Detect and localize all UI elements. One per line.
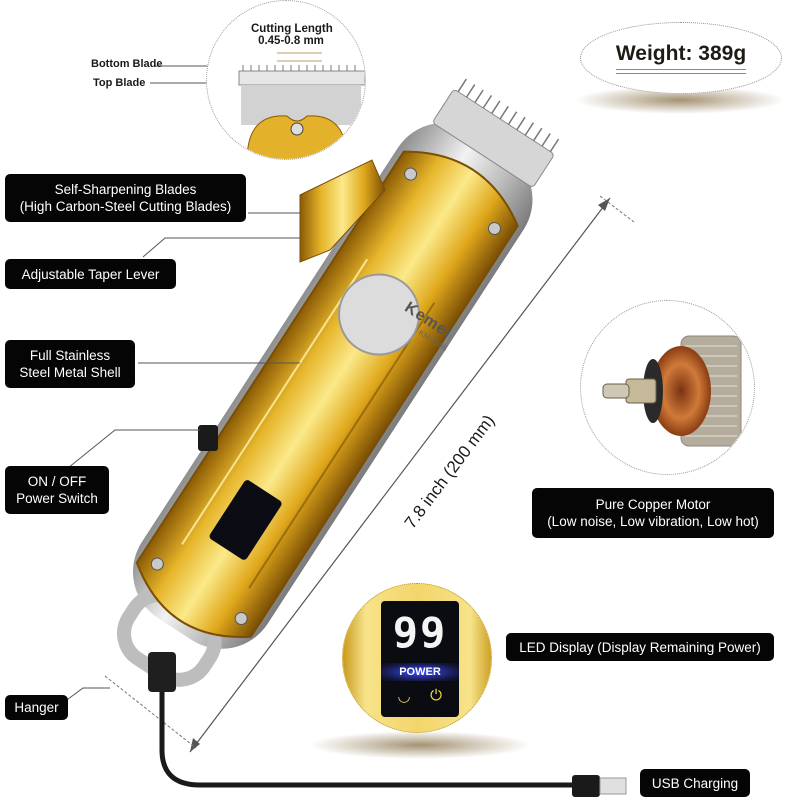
weight-underline — [615, 69, 746, 74]
callout-text: Hanger — [14, 700, 59, 715]
callout-text: Self-Sharpening Blades — [54, 182, 197, 197]
led-panel: 99 POWER ◡ ⏻ — [381, 601, 459, 717]
taper-lever — [299, 159, 386, 263]
callout-text: (High Carbon-Steel Cutting Blades) — [19, 199, 232, 214]
clipper-body — [117, 78, 560, 687]
oil-drop-icon: ◡ — [397, 688, 411, 705]
cutting-length-value: 0.45-0.8 mm — [258, 35, 324, 47]
callout-self-sharpening-blades: Self-Sharpening Blades (High Carbon-Stee… — [5, 174, 246, 222]
power-text: POWER — [381, 663, 459, 681]
callout-text: Adjustable Taper Lever — [21, 266, 160, 282]
callout-power-switch: ON / OFF Power Switch — [5, 466, 109, 514]
bottom-blade-label: Bottom Blade — [91, 58, 163, 70]
plug-icon: ⏻ — [430, 687, 442, 704]
callout-usb-charging: USB Charging — [640, 769, 750, 797]
callout-text: USB Charging — [651, 775, 739, 791]
led-digits: 99 — [392, 608, 448, 657]
callout-text: LED Display (Display Remaining Power) — [519, 639, 761, 655]
power-switch — [198, 425, 218, 451]
callout-text: Power Switch — [16, 491, 98, 506]
dimension-line — [189, 197, 611, 753]
callout-hanger: Hanger — [5, 695, 68, 720]
callout-text: Pure Copper Motor — [595, 497, 711, 512]
cutting-length-title: Cutting Length — [251, 23, 333, 35]
callout-copper-motor: Pure Copper Motor (Low noise, Low vibrat… — [532, 488, 774, 538]
callout-led-display: LED Display (Display Remaining Power) — [506, 633, 774, 661]
blade-detail-circle: Cutting Length 0.45-0.8 mm — [206, 0, 366, 160]
motor-detail-circle — [580, 300, 755, 475]
callout-text: Full Stainless — [29, 348, 111, 363]
callout-text: ON / OFF — [27, 474, 87, 489]
callout-text: (Low noise, Low vibration, Low hot) — [547, 514, 759, 529]
usb-cable — [159, 660, 580, 788]
led-display-circle: 99 POWER ◡ ⏻ — [342, 583, 492, 733]
copper-motor-image — [602, 335, 742, 447]
top-blade-label: Top Blade — [93, 77, 146, 89]
callout-adjustable-taper-lever: Adjustable Taper Lever — [5, 259, 176, 289]
callout-metal-shell: Full Stainless Steel Metal Shell — [5, 340, 135, 388]
weight-text: Weight: 389g — [615, 42, 747, 65]
blade-closeup-image — [238, 52, 365, 159]
weight-badge: Weight: 389g — [580, 22, 782, 94]
callout-text: Steel Metal Shell — [19, 365, 121, 380]
